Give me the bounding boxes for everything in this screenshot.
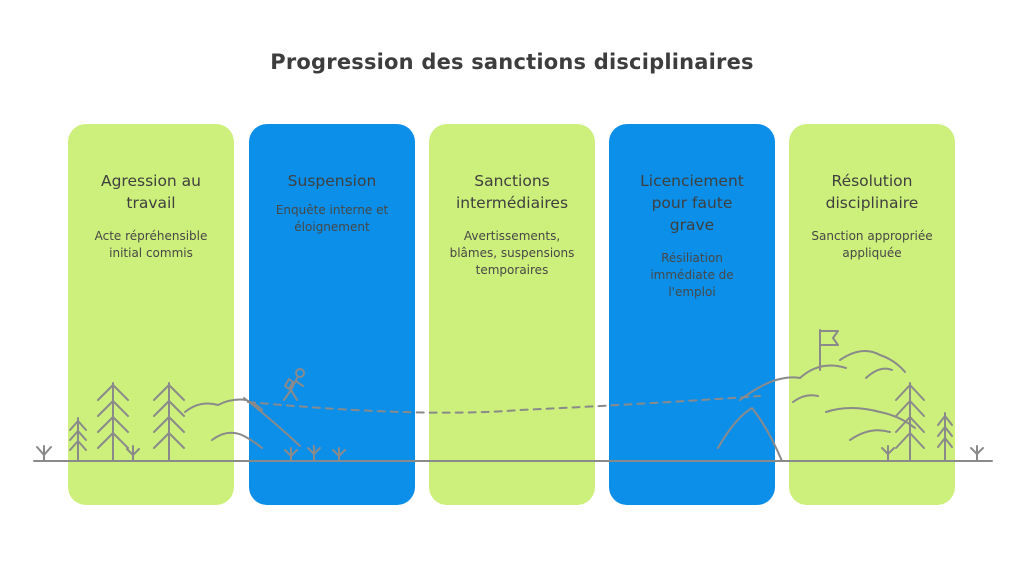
step-title: Suspension	[287, 172, 377, 190]
step-description: Enquête interne et éloignement	[275, 203, 389, 234]
step-card-sanctions-intermediaires: Sanctions intermédiaires Avertissements,…	[429, 124, 595, 505]
step-description: Avertissements, blâmes, suspensions temp…	[449, 229, 575, 277]
step-title: Licenciement pour faute grave	[640, 172, 744, 234]
step-card-suspension: Suspension Enquête interne et éloignemen…	[249, 124, 415, 505]
step-card-licenciement: Licenciement pour faute grave Résiliatio…	[609, 124, 775, 505]
step-card-resolution: Résolution disciplinaire Sanction approp…	[789, 124, 955, 505]
step-title: Résolution disciplinaire	[825, 172, 919, 212]
step-description: Sanction appropriée appliquée	[811, 229, 933, 260]
step-title: Sanctions intermédiaires	[455, 172, 569, 212]
diagram-title: Progression des sanctions disciplinaires	[270, 50, 754, 74]
step-description: Acte répréhensible initial commis	[94, 229, 208, 260]
step-description: Résiliation immédiate de l'emploi	[650, 251, 734, 299]
step-card-agression: Agression au travail Acte répréhensible …	[68, 124, 234, 505]
step-title: Agression au travail	[100, 172, 202, 212]
grass-icon	[36, 445, 52, 462]
grass-icon	[970, 445, 984, 462]
